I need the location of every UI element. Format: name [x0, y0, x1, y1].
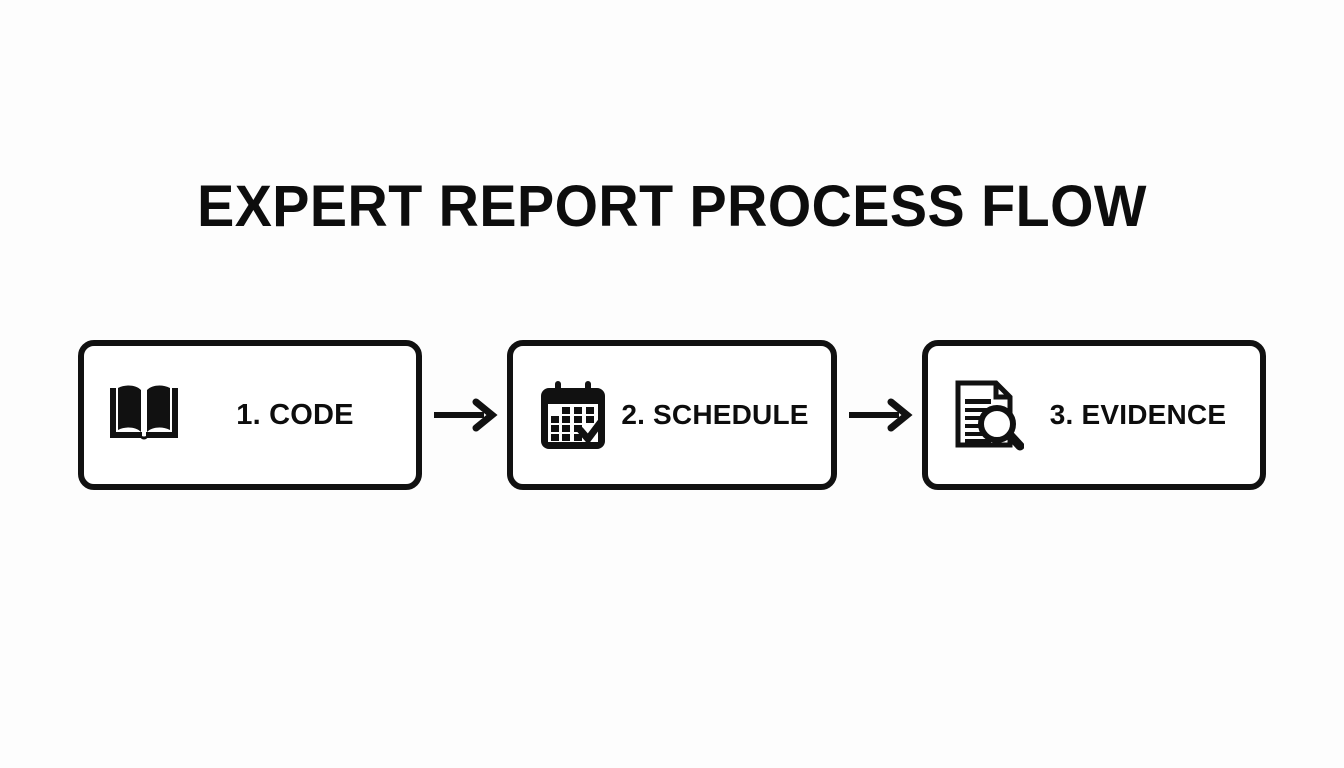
arrow-right-icon: [847, 398, 913, 432]
step-label-code: 1. CODE: [236, 398, 354, 431]
document-magnifier-icon: [952, 379, 1024, 451]
step-box-evidence[interactable]: 3. EVIDENCE: [922, 340, 1266, 490]
open-book-icon: [108, 379, 180, 451]
arrow-right-icon: [432, 398, 498, 432]
page-title: EXPERT REPORT PROCESS FLOW: [197, 174, 1147, 239]
step-label-schedule: 2. SCHEDULE: [621, 399, 809, 430]
connector-1: [422, 398, 507, 432]
calendar-check-icon: [537, 379, 609, 451]
step-label-evidence: 3. EVIDENCE: [1049, 399, 1227, 430]
step-box-code[interactable]: 1. CODE: [78, 340, 422, 490]
process-flow-row: 1. CODE: [78, 340, 1266, 490]
step-box-schedule[interactable]: 2. SCHEDULE: [507, 340, 837, 490]
connector-2: [837, 398, 922, 432]
